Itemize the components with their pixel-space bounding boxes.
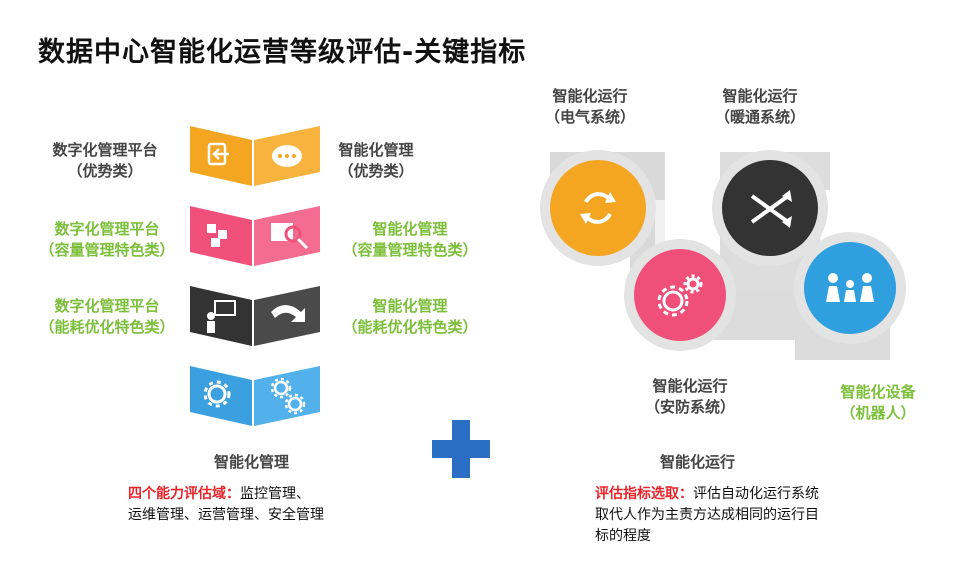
node-robot	[794, 232, 906, 344]
node-electrical-label: 智能化运行（电气系统）	[544, 87, 635, 126]
gear-icon	[203, 380, 231, 408]
row1-right-label: 智能化管理（优势类）	[338, 141, 414, 180]
exit-icon	[207, 142, 229, 166]
right-caption: 智能化运行	[660, 453, 736, 471]
chat-bubble-icon	[272, 145, 302, 167]
presenter-icon	[207, 300, 236, 333]
page-title: 数据中心智能化运营等级评估-关键指标	[38, 37, 527, 68]
left-note: 四个能力评估域：监控管理、 运维管理、运营管理、安全管理	[128, 486, 324, 523]
chevron-row-1	[190, 126, 320, 186]
chevron-row-4	[190, 366, 320, 426]
node-security-label: 智能化运行（安防系统）	[644, 377, 735, 416]
row2-right-label: 智能化管理（容量管理特色类）	[342, 220, 478, 259]
gears-icon	[270, 377, 306, 415]
chevron-row-3	[190, 286, 320, 346]
node-security	[624, 239, 736, 351]
row2-left-label: 数字化管理平台（容量管理特色类）	[39, 220, 175, 259]
row1-left-label: 数字化管理平台（优势类）	[52, 141, 158, 180]
node-hvac	[712, 150, 828, 266]
curved-arrow-icon	[271, 305, 305, 322]
chevron-row-2	[190, 206, 320, 266]
row3-right-label: 智能化管理（能耗优化特色类）	[342, 297, 478, 336]
people-icon	[826, 273, 874, 302]
node-robot-label: 智能化设备（机器人）	[840, 383, 916, 422]
node-electrical	[540, 150, 656, 266]
row3-left-label: 数字化管理平台（能耗优化特色类）	[39, 297, 175, 336]
shuffle-icon	[750, 190, 792, 228]
magnifier-icon	[271, 223, 309, 250]
chevron-stack	[190, 126, 320, 426]
operation-diagram	[540, 150, 906, 360]
right-note: 评估指标选取：评估自动化运行系统 取代人作为主责方达成相同的运行目 标的程度	[595, 486, 819, 544]
left-caption: 智能化管理	[214, 453, 290, 471]
node-hvac-label: 智能化运行（暖通系统）	[714, 87, 805, 126]
plus-icon	[432, 420, 490, 478]
refresh-icon	[580, 192, 616, 224]
gears-icon	[657, 274, 703, 317]
puzzle-icon	[207, 224, 227, 247]
